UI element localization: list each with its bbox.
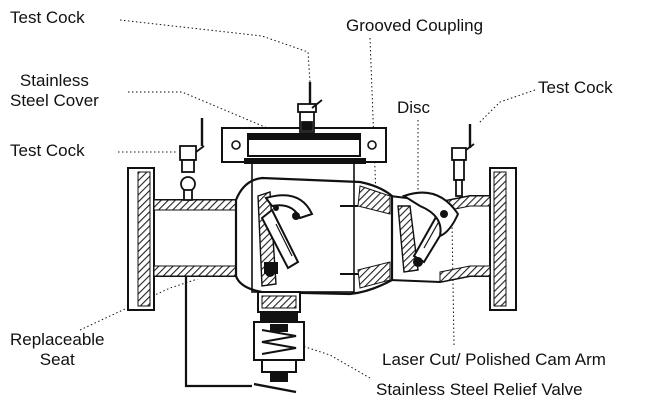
label-seat-line2: Seat xyxy=(39,350,75,369)
leader-lines xyxy=(79,19,536,379)
left-flange xyxy=(127,167,155,311)
relief-valve xyxy=(253,291,305,394)
stainless-steel-cover xyxy=(221,127,387,164)
leader-cam-arm xyxy=(451,221,455,346)
leader-grooved-coupling xyxy=(369,37,377,197)
leader-seat xyxy=(79,257,263,331)
test-cock-right xyxy=(451,124,475,197)
label-stainless-steel-cover: Stainless Steel Cover xyxy=(10,71,99,111)
label-test-cock-right: Test Cock xyxy=(538,78,613,97)
leader-test-cock-right xyxy=(477,89,536,125)
label-relief-valve: Stainless Steel Relief Valve xyxy=(376,380,583,399)
label-replaceable-seat: Replaceable Seat xyxy=(10,330,105,370)
label-stainless-cover-line1: Stainless xyxy=(19,71,89,90)
label-seat-line1: Replaceable xyxy=(10,330,105,349)
second-check-assembly xyxy=(397,191,460,273)
label-test-cock-top: Test Cock xyxy=(10,8,85,27)
test-cock-top xyxy=(297,82,323,133)
first-check-assembly xyxy=(257,191,314,287)
label-grooved-coupling: Grooved Coupling xyxy=(346,16,484,35)
leader-stainless-cover xyxy=(128,91,273,131)
label-test-cock-left: Test Cock xyxy=(10,141,85,160)
label-disc: Disc xyxy=(397,98,431,117)
sensing-line xyxy=(184,276,252,388)
test-cock-left xyxy=(179,118,205,201)
leader-test-cock-top xyxy=(119,19,311,83)
label-stainless-cover-line2: Steel Cover xyxy=(10,91,99,110)
right-flange xyxy=(489,167,517,311)
label-cam-arm: Laser Cut/ Polished Cam Arm xyxy=(382,350,606,369)
